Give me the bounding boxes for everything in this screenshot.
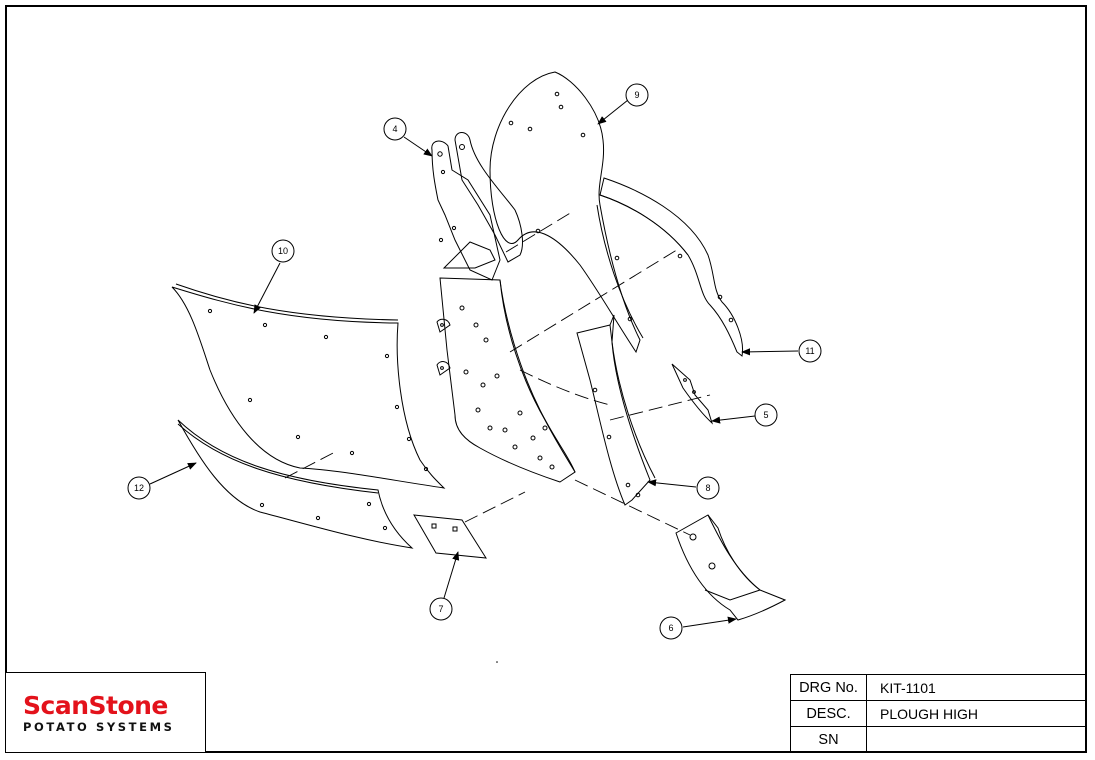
part-5-small-bracket — [671, 363, 714, 425]
drg-label: DRG No. — [790, 674, 867, 701]
callout-label-4: 4 — [392, 124, 397, 134]
callout-label-12: 12 — [134, 483, 144, 493]
stray-dot — [496, 661, 498, 663]
title-row-sn: SN — [790, 726, 1087, 753]
sn-label: SN — [790, 726, 867, 753]
drg-value: KIT-1101 — [866, 674, 1087, 701]
callout-label-6: 6 — [668, 623, 673, 633]
callout-4 — [383, 117, 433, 157]
logo-box: ScanStone POTATO SYSTEMS — [5, 672, 206, 753]
sn-value — [866, 726, 1087, 753]
callout-7 — [429, 551, 460, 621]
callout-10 — [253, 239, 295, 314]
callout-5 — [711, 403, 778, 427]
title-row-desc: DESC. PLOUGH HIGH — [790, 700, 1087, 727]
callout-11 — [741, 339, 822, 363]
callout-12 — [127, 462, 197, 500]
callout-8 — [647, 476, 720, 500]
callout-9 — [597, 83, 649, 125]
callout-label-7: 7 — [438, 604, 443, 614]
part-11-side-bar — [599, 177, 744, 357]
brand-tagline: POTATO SYSTEMS — [23, 720, 175, 734]
title-block: DRG No. KIT-1101 DESC. PLOUGH HIGH SN — [790, 674, 1087, 753]
assembly-centerlines — [284, 211, 711, 536]
callout-label-8: 8 — [705, 483, 710, 493]
callout-label-9: 9 — [634, 90, 639, 100]
brand-logo-text: ScanStone — [23, 691, 168, 720]
desc-label: DESC. — [790, 700, 867, 727]
callout-label-5: 5 — [763, 410, 768, 420]
part-8-shin — [576, 314, 656, 506]
callout-label-11: 11 — [805, 346, 814, 356]
part-shank-plate — [439, 277, 576, 483]
part-7-small-plate — [413, 514, 487, 559]
title-row-drg: DRG No. KIT-1101 — [790, 674, 1087, 701]
part-6-share — [675, 514, 787, 621]
callout-6 — [659, 616, 737, 640]
part-10-mouldboard — [171, 283, 446, 489]
part-12-lower-plate — [177, 419, 414, 549]
callout-label-10: 10 — [278, 246, 288, 256]
desc-value: PLOUGH HIGH — [866, 700, 1087, 727]
sheet-border — [5, 5, 1087, 753]
part-4-leg-bracket — [431, 132, 523, 376]
part-9-wing-plate — [489, 71, 644, 354]
